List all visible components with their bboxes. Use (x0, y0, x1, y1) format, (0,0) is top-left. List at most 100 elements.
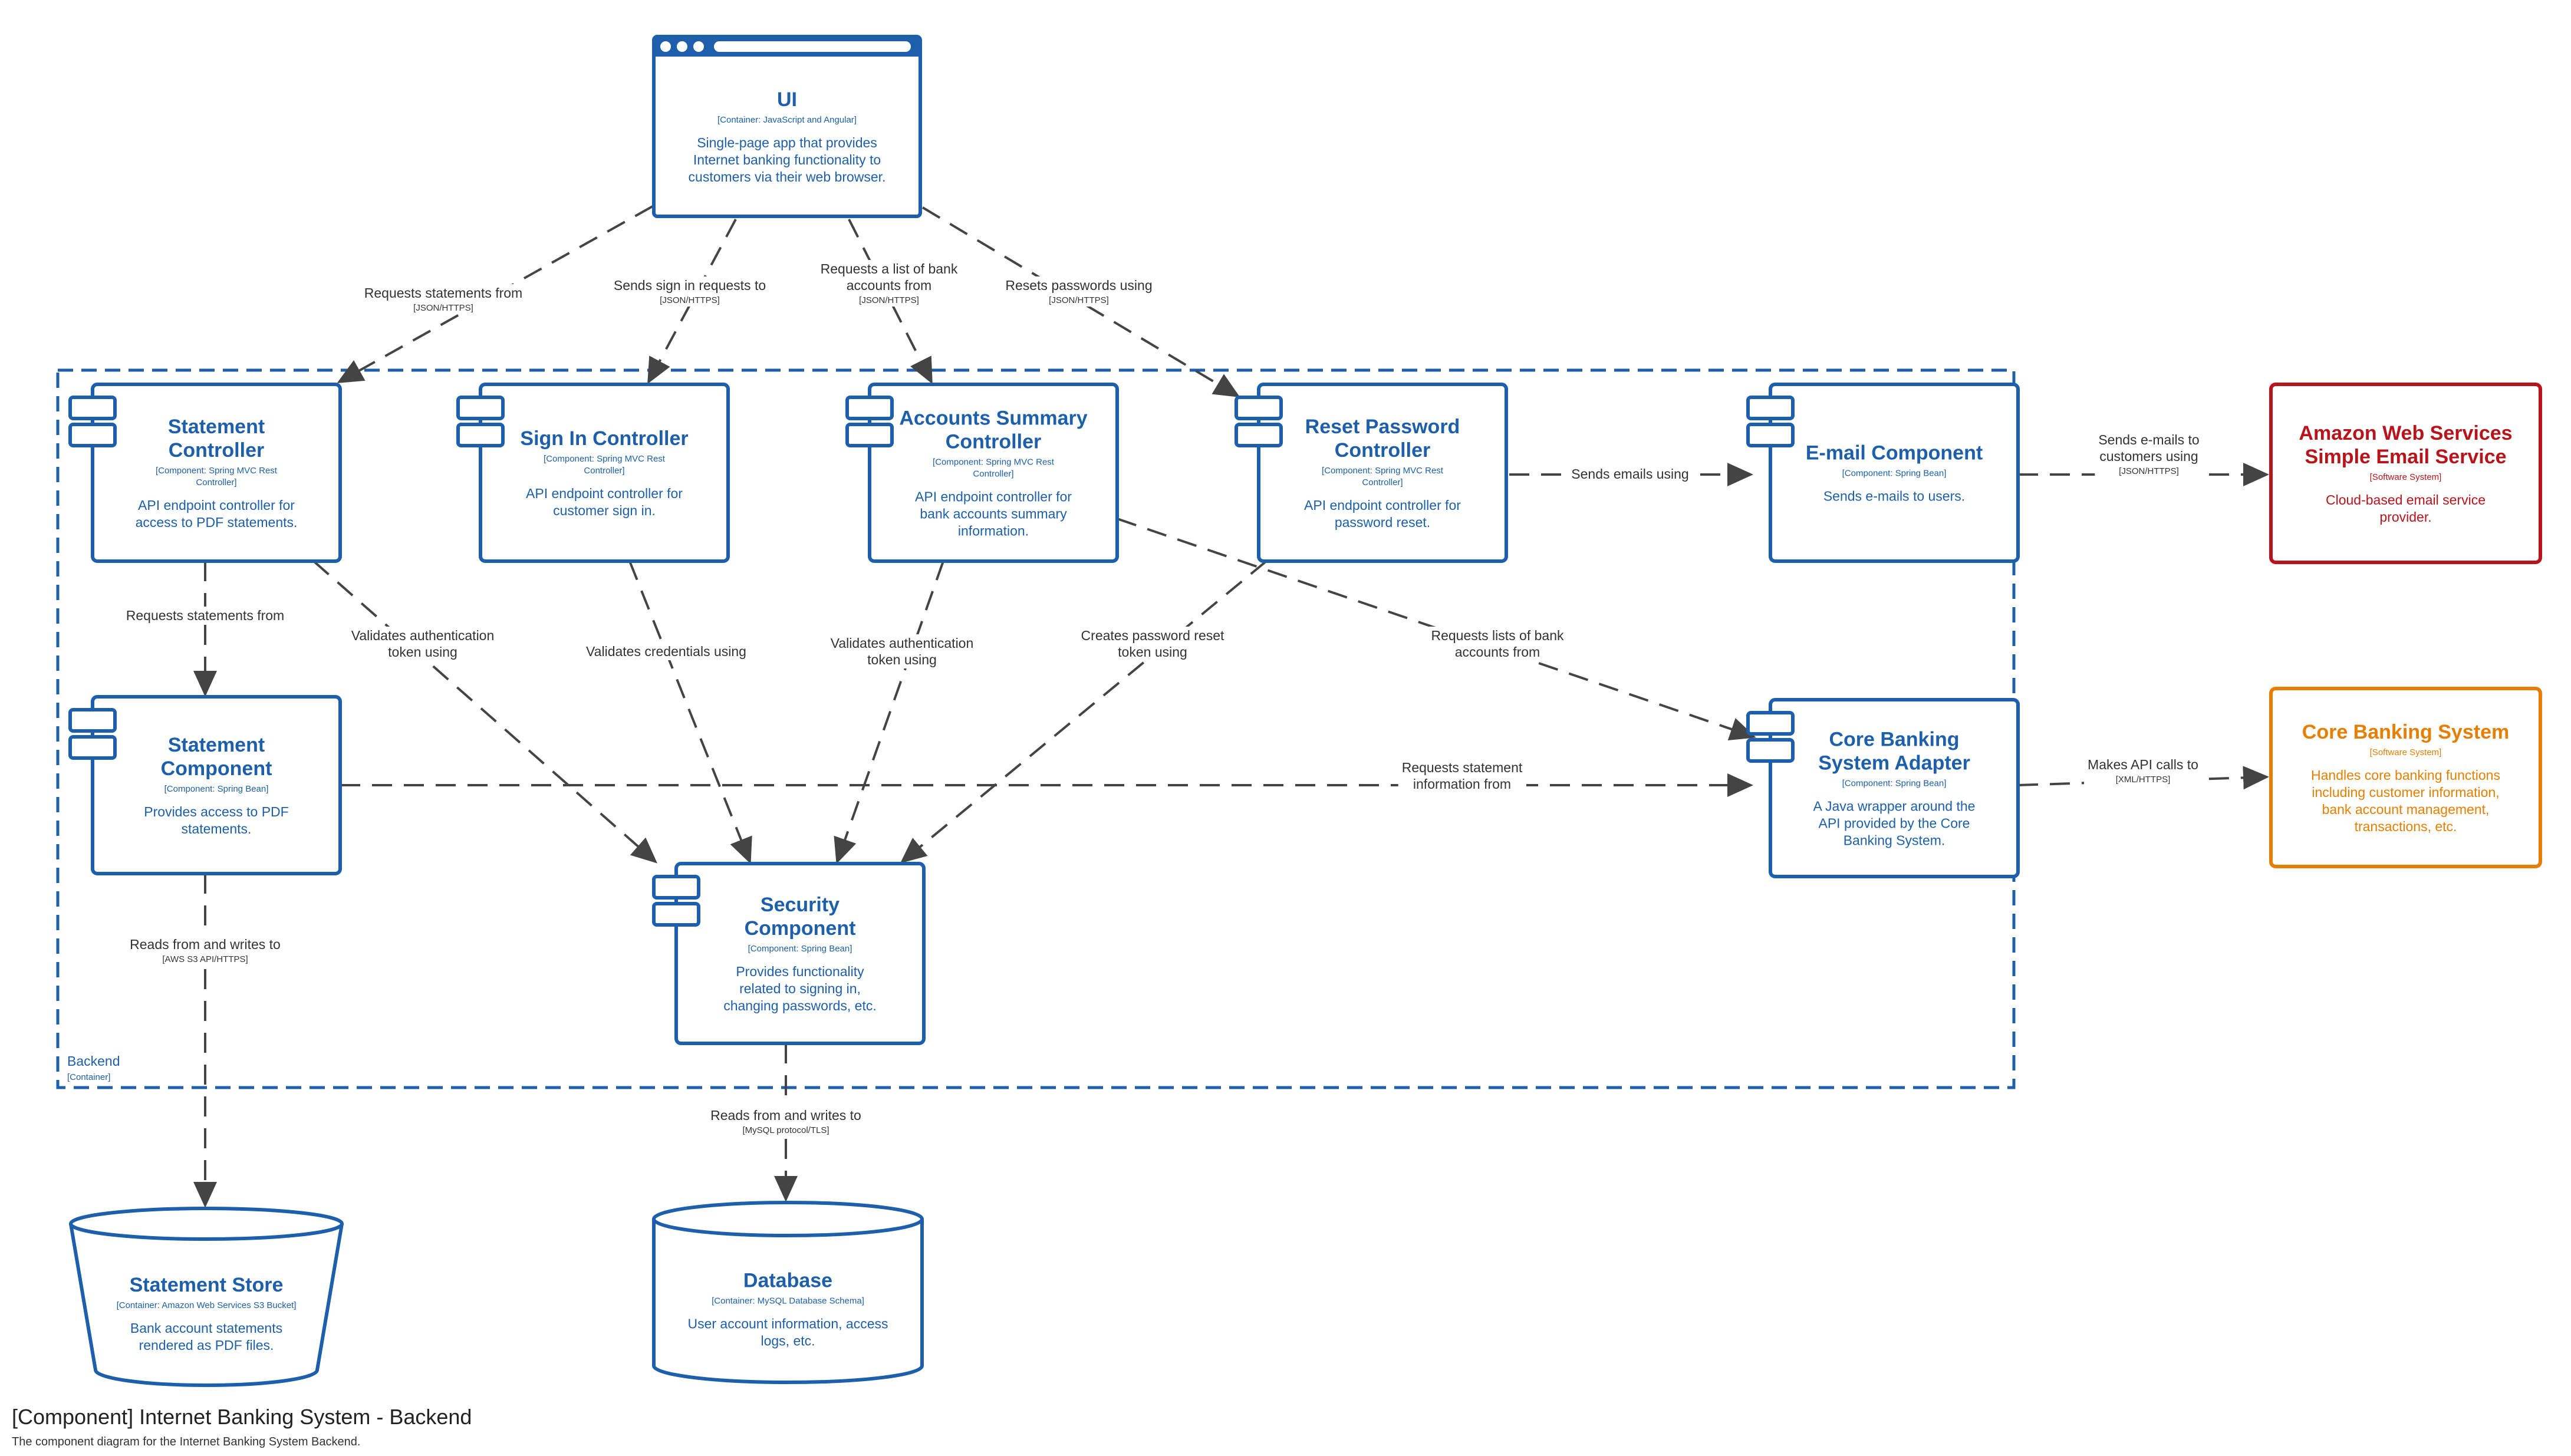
bucket-top (69, 1207, 344, 1241)
node-title: Statement Store (130, 1274, 284, 1296)
node-title: Controller (1335, 439, 1430, 462)
node-frame (1257, 383, 1508, 563)
node-title: Controller (946, 431, 1041, 453)
edge-ui-reset: Resets passwords using[JSON/HTTPS] (921, 206, 1240, 398)
node-technology: [Container: JavaScript and Angular] (717, 115, 857, 125)
node-technology: [Component: Spring Bean] (1842, 779, 1947, 789)
node-technology: [Component: Spring MVC Rest (933, 457, 1055, 467)
node-description: API provided by the Core (1819, 816, 1970, 831)
node-database[interactable]: Database[Container: MySQL Database Schem… (652, 1201, 924, 1384)
node-technology: Controller] (1362, 477, 1403, 487)
edge-line (2017, 766, 2269, 790)
edge-label-text: customers using (2099, 449, 2198, 464)
node-technology: [Component: Spring MVC Rest (544, 454, 666, 464)
node-title: Simple Email Service (2305, 446, 2506, 468)
component-tab-icon (845, 423, 894, 447)
edge-label: Reads from and writes to[AWS S3 API/HTTP… (126, 935, 284, 966)
edge-label-background (1398, 759, 1526, 793)
cylinder-top (652, 1201, 924, 1237)
edge-label: Sends emails using (1568, 465, 1693, 483)
node-frame (479, 383, 730, 563)
edge-label-background (582, 643, 750, 660)
node-statement-store[interactable]: Statement Store [Container: Amazon Web Se… (69, 1207, 344, 1387)
node-description: information. (958, 523, 1029, 539)
node-ui[interactable]: UI[Container: JavaScript and Angular]Sin… (652, 35, 922, 218)
node-technology: [Container: Amazon Web Services S3 Bucke… (117, 1300, 297, 1310)
edge-label-text: information from (1413, 776, 1511, 792)
component-tab-icon (1746, 711, 1795, 736)
node-frame (868, 383, 1119, 563)
node-description: Single-page app that provides (697, 135, 877, 150)
node-email-component[interactable]: E-mail Component[Component: Spring Bean]… (1746, 383, 2020, 563)
node-description: transactions, etc. (2355, 819, 2457, 834)
diagram-title: [Component] Internet Banking System - Ba… (12, 1405, 472, 1429)
edge-label-background (610, 276, 770, 307)
edge-label-background (126, 935, 284, 966)
node-description: Sends e-mails to users. (1823, 489, 1965, 504)
node-title: Sign In Controller (520, 427, 688, 450)
component-tab-icon (1746, 423, 1795, 447)
component-tab-icon (652, 902, 700, 927)
edge-label-text: token using (388, 644, 457, 660)
edge-label-text: Validates credentials using (586, 644, 746, 659)
edge-label-text: accounts from (1455, 644, 1540, 660)
diagram-description: The component diagram for the Internet B… (12, 1435, 361, 1448)
node-description: Handles core banking functions (2311, 767, 2500, 783)
edge-line (628, 561, 752, 864)
edge-label-background (347, 627, 498, 661)
edge-technology: [XML/HTTPS] (2116, 775, 2171, 785)
node-description: API endpoint controller for (1304, 498, 1461, 513)
edge-label-text: Validates authentication (831, 635, 974, 651)
node-technology: Controller] (584, 466, 624, 476)
edge-ui-signin: Sends sign in requests to[JSON/HTTPS] (610, 219, 770, 384)
node-signin-controller[interactable]: Sign In Controller [Component: Spring MVC… (456, 383, 730, 563)
node-description: API endpoint controller for (526, 486, 683, 501)
edge-label-background (827, 634, 977, 668)
node-technology: [Software System] (2370, 747, 2442, 757)
edge-label-background (1427, 627, 1568, 661)
node-title: Accounts Summary (899, 407, 1087, 430)
edge-label-background (817, 260, 962, 307)
node-technology: [Software System] (2370, 472, 2442, 482)
edge-technology: [JSON/HTTPS] (660, 295, 720, 305)
node-description: bank account management, (2322, 802, 2490, 817)
edge-line (337, 205, 653, 383)
node-description: A Java wrapper around the (1813, 799, 1976, 814)
edges-layer: Requests statements from[JSON/HTTPS]Send… (122, 205, 2269, 1208)
node-description: customers via their web browser. (689, 169, 886, 185)
edge-label-text: token using (1118, 644, 1187, 660)
edge-label-text: Makes API calls to (2088, 757, 2198, 772)
edge-stmtcomp-store: Reads from and writes to[AWS S3 API/HTTP… (126, 874, 284, 1208)
edge-label-background (2084, 756, 2202, 786)
node-description: Bank account statements (130, 1320, 282, 1336)
edge-technology: [JSON/HTTPS] (413, 303, 473, 313)
edge-line (921, 206, 1240, 398)
node-description: logs, etc. (761, 1333, 815, 1349)
node-description: User account information, access (687, 1316, 888, 1332)
node-technology: Controller] (196, 477, 236, 487)
browser-dot-icon (693, 41, 704, 52)
node-frame (2269, 687, 2542, 868)
node-title: Statement (168, 416, 265, 438)
edge-cbs-core: Makes API calls to [XML/HTTPS] (2017, 756, 2269, 790)
edge-label-text: Requests lists of bank (1431, 628, 1564, 643)
boundary-name: Backend (67, 1053, 120, 1069)
edge-label-text: Requests statements from (126, 608, 284, 623)
node-core-banking[interactable]: Core Banking System[Software System]Hand… (2269, 687, 2542, 868)
edge-label: Requests statements from[JSON/HTTPS] (360, 284, 526, 314)
node-frame (2269, 383, 2542, 564)
component-tab-icon (845, 396, 894, 420)
